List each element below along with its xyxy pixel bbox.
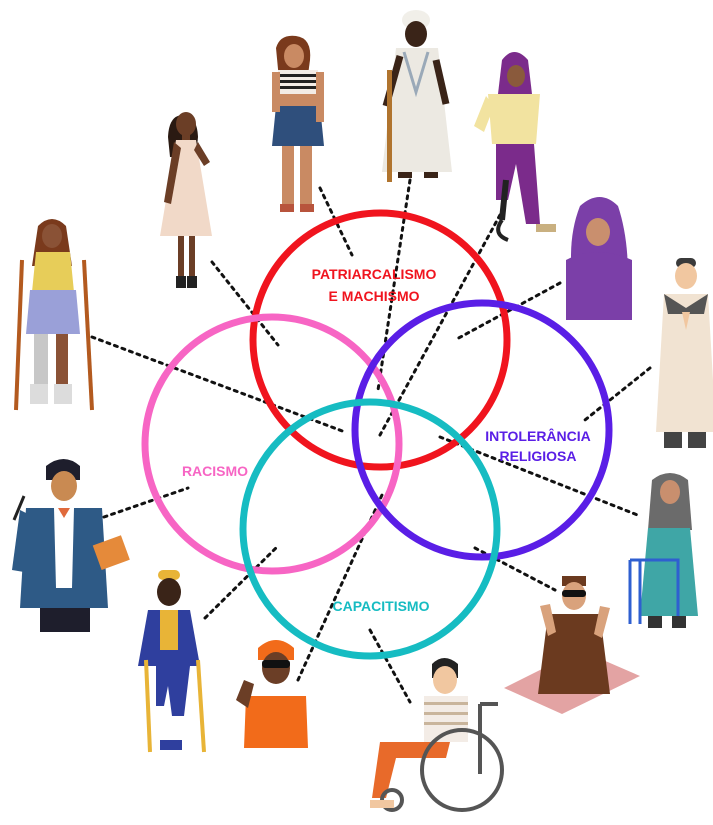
man-orange-sunglasses-figure <box>236 640 308 748</box>
label-patriarcalismo-line1: PATRIARCALISMO <box>312 266 437 282</box>
connector-crutches-woman <box>90 335 347 434</box>
elder-white-robes-figure <box>382 10 452 182</box>
label-intolerancia-line1: INTOLERÂNCIA <box>485 427 591 444</box>
woman-halter-dress-figure <box>160 112 212 288</box>
person-wheelchair-figure <box>370 658 504 812</box>
circle-capacitismo <box>239 398 501 660</box>
man-blazer-book-figure <box>12 459 130 632</box>
circle-patriarcalismo <box>249 209 511 471</box>
woman-hijab-prosthetic-figure <box>474 52 556 242</box>
label-intolerancia-line2: RELIGIOSA <box>499 448 576 464</box>
woman-crop-top-shorts-figure <box>272 35 324 212</box>
connector-wheelchair <box>368 628 412 704</box>
label-capacitismo: CAPACITISMO <box>333 598 430 614</box>
circle-racismo <box>141 313 403 575</box>
connector-blazer <box>102 486 190 519</box>
connector-blue-hoodie <box>203 545 279 620</box>
connector-purple-hijab <box>453 281 562 342</box>
circle-intolerancia <box>351 299 613 561</box>
connector-hijab-prosthetic <box>378 213 502 437</box>
connector-crop-top <box>318 186 354 257</box>
woman-crutches-prosthetic-figure <box>14 219 94 411</box>
woman-hijab-walker-figure <box>628 473 698 628</box>
connector-halter-dress <box>210 260 280 347</box>
woman-purple-hijab-figure <box>566 197 632 320</box>
label-patriarcalismo-line2: E MACHISMO <box>329 288 420 304</box>
man-blue-hoodie-figure <box>138 570 206 753</box>
label-racismo: RACISMO <box>182 463 248 479</box>
man-kufi-praying-figure <box>656 258 713 448</box>
connector-kufi <box>583 366 652 422</box>
man-prayer-mat-figure <box>504 576 640 714</box>
